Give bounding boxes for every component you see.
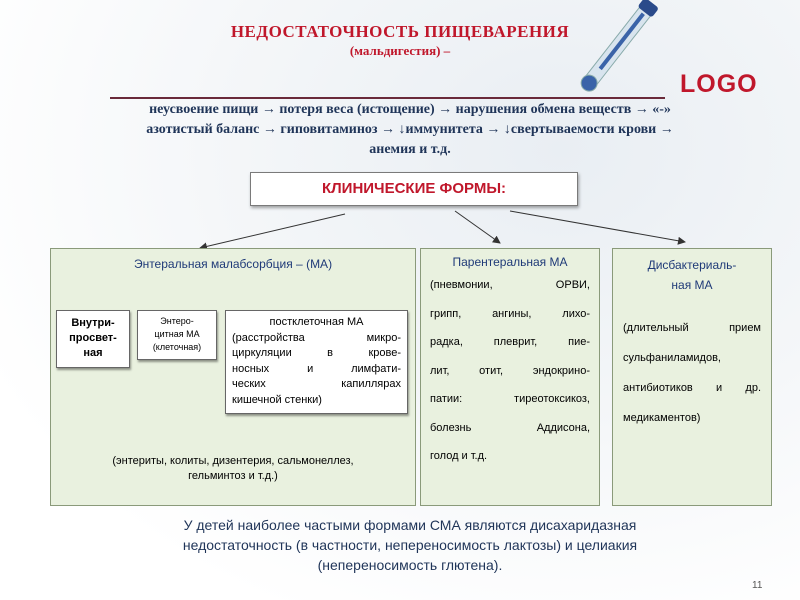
footer-line: (непереносимость глютена). <box>317 557 503 573</box>
dysbacterial-text: (длительный прием сульфаниламидов, антибио… <box>623 313 761 433</box>
postcellular-line: кишечной стенки) <box>232 393 322 406</box>
intraluminal-line: Внутри- <box>71 317 115 329</box>
arrow-enteral <box>199 213 346 251</box>
intro-line: неусвоение пищи → потеря веса (истощение… <box>149 102 671 117</box>
page-subtitle: (мальдигестия) – <box>349 43 451 58</box>
intro-text: неусвоение пищи → потеря веса (истощение… <box>60 100 760 160</box>
dysbacterial-panel: Дисбактериаль- ная МА (длительный прием с… <box>612 248 772 506</box>
thermometer-icon <box>580 0 658 92</box>
postcellular-line: постклеточная МА <box>269 316 364 328</box>
parenteral-line: радка, плеврит, пие- <box>430 336 590 348</box>
parenteral-title: Парентеральная МА <box>452 255 568 269</box>
page-title: НЕДОСТАТОЧНОСТЬ ПИЩЕВАРЕНИЯ <box>230 22 570 41</box>
intraluminal-line: ная <box>83 347 103 359</box>
enteral-note-line: гельминтоз и т.д.) <box>188 470 278 482</box>
postcellular-line: носных и лимфати- <box>232 362 401 375</box>
enterocyte-line: (клеточная) <box>152 342 202 352</box>
logo: LOGO <box>680 70 758 98</box>
parenteral-line: лит, отит, эндокрино- <box>430 364 590 377</box>
footer-line: недостаточность (в частности, непереноси… <box>182 537 638 553</box>
postcellular-line: ческих капиллярах <box>232 378 401 390</box>
postcellular-line: (расстройства микро- <box>232 331 401 344</box>
title-underline <box>110 97 665 99</box>
arrow-dysbacterial <box>509 210 686 245</box>
parenteral-line: патии: тиреотоксикоз, <box>430 393 590 405</box>
enteral-note-line: (энтериты, колиты, дизентерия, сальмонел… <box>112 455 354 467</box>
dysbacterial-title-line: Дисбактериаль- <box>647 258 737 272</box>
parenteral-line: болезнь Аддисона, <box>430 421 590 434</box>
intro-line: анемия и т.д. <box>369 142 451 157</box>
enterocyte-box: Энтеро- цитная МА (клеточная) <box>137 310 217 360</box>
footer-text: У детей наиболее частыми формами СМА явл… <box>60 515 760 575</box>
dysbacterial-line: медикаментов) <box>623 412 701 424</box>
postcellular-box: постклеточная МА (расстройства микро- ци… <box>225 310 408 414</box>
enteral-note: (энтериты, колиты, дизентерия, сальмонел… <box>52 454 414 484</box>
parenteral-panel: Парентеральная МА (пневмонии, ОРВИ, грипп… <box>420 248 600 506</box>
parenteral-text: (пневмонии, ОРВИ, грипп, ангины, лихо-рад… <box>430 271 590 471</box>
dysbacterial-line: сульфаниламидов, <box>623 352 721 364</box>
intro-line: азотистый баланс → гиповитаминоз → ↓имму… <box>146 122 674 137</box>
arrow-parenteral <box>454 210 501 244</box>
intraluminal-box: Внутри- просвет- ная <box>56 310 130 368</box>
page-number: 11 <box>752 580 763 591</box>
dysbacterial-line: (длительный прием <box>623 322 761 334</box>
parenteral-line: (пневмонии, ОРВИ, <box>430 279 590 291</box>
parenteral-line: грипп, ангины, лихо- <box>430 307 590 320</box>
footer-line: У детей наиболее частыми формами СМА явл… <box>183 517 637 533</box>
parenteral-line: голод и т.д. <box>430 450 488 462</box>
enterocyte-line: цитная МА <box>154 329 200 339</box>
intraluminal-line: просвет- <box>69 332 117 344</box>
postcellular-line: циркуляции в крове- <box>232 347 401 359</box>
dysbacterial-title-line: ная МА <box>671 278 713 292</box>
dysbacterial-line: антибиотиков и др. <box>623 382 761 394</box>
enterocyte-line: Энтеро- <box>160 316 194 326</box>
clinical-forms-box: КЛИНИЧЕСКИЕ ФОРМЫ: <box>250 172 578 206</box>
enteral-title: Энтеральная малабсорбция – (МА) <box>133 257 333 271</box>
